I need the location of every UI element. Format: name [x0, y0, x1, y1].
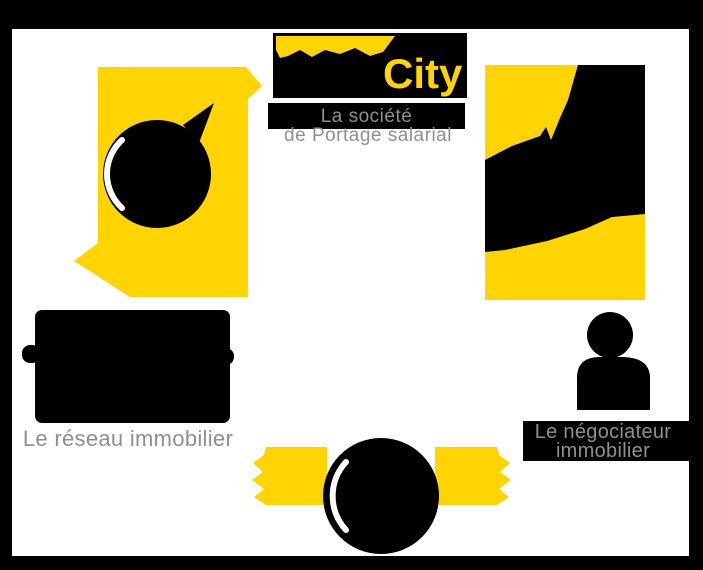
negotiator-caption-box: [523, 421, 690, 461]
real-estate-network-silhouette-icon: [22, 310, 234, 423]
frame-right: [689, 29, 703, 556]
negotiator-caption-line2: immobilier: [555, 440, 651, 462]
frame-top: [0, 0, 703, 29]
logo-city-text: City: [383, 50, 463, 97]
logo-tagline-line1: La société: [320, 106, 413, 127]
negotiator-caption-line1: Le négociateur: [534, 421, 672, 443]
tagline-black-box: [268, 103, 465, 129]
frame-left: [0, 29, 12, 556]
logo-first-word: Salary: [280, 51, 365, 92]
logo-yellow-band: [276, 36, 395, 58]
network-caption: Le réseau immobilier: [22, 426, 234, 451]
frame-bottom: [0, 556, 703, 570]
euro-coin-icon: [323, 438, 439, 554]
black-flow-swath-icon: [485, 65, 645, 252]
person-silhouette-icon: [577, 312, 650, 410]
negotiator-to-money-yellow-arrow-icon: [435, 447, 511, 505]
network-to-money-yellow-arrow-icon: [252, 447, 327, 505]
logo-tagline-line2: de Portage salarial: [284, 125, 452, 146]
coin-exchange-left-icon: [103, 103, 214, 228]
negotiator-caption: Le négociateur immobilier: [508, 421, 698, 465]
